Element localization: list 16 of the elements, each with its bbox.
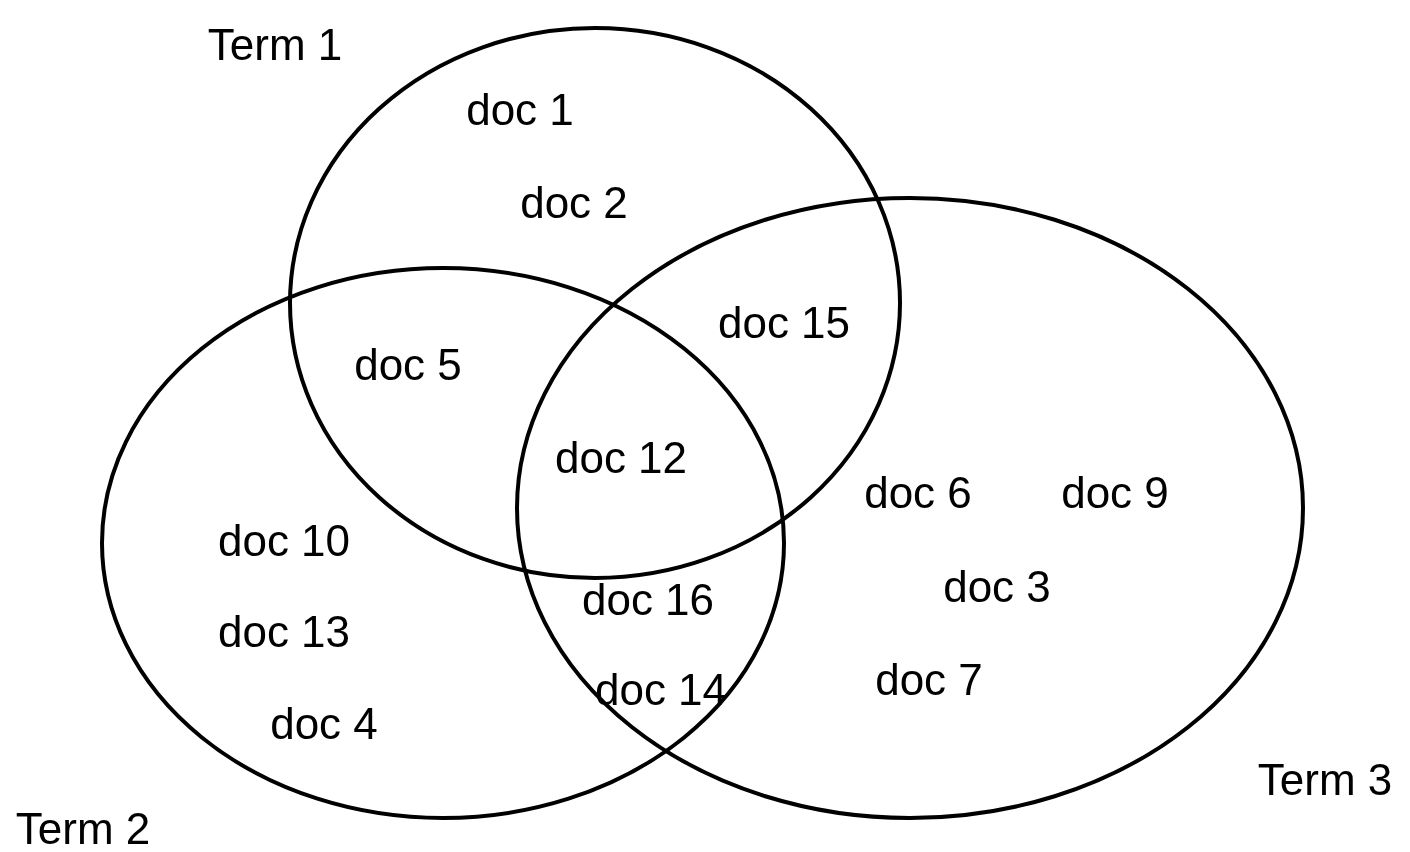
document-label: doc 16 — [581, 578, 715, 622]
document-label: doc 10 — [217, 519, 351, 563]
document-label: doc 2 — [520, 181, 628, 225]
document-label: doc 15 — [717, 301, 851, 345]
document-label: doc 1 — [466, 88, 574, 132]
set-label: Term 3 — [1257, 758, 1393, 802]
set-label: Term 2 — [15, 807, 151, 851]
document-label: doc 4 — [270, 702, 378, 746]
document-label: doc 12 — [554, 436, 688, 480]
document-label: doc 7 — [875, 658, 983, 702]
document-label: doc 6 — [864, 471, 972, 515]
document-label: doc 13 — [217, 610, 351, 654]
document-label: doc 3 — [943, 565, 1051, 609]
document-label: doc 5 — [354, 343, 462, 387]
set-label: Term 1 — [207, 23, 343, 67]
document-label: doc 9 — [1061, 471, 1169, 515]
